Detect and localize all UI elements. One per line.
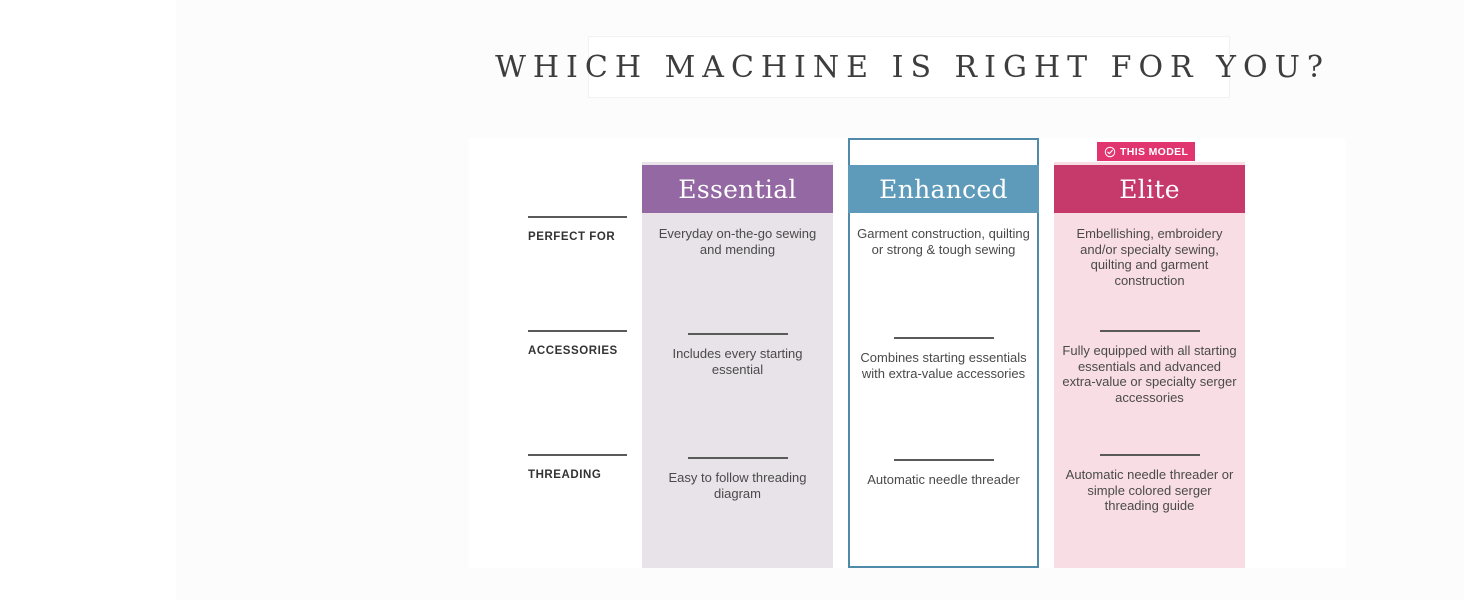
plan-cell: Automatic needle threader or simple colo… [1054,454,1245,514]
cell-divider [687,457,788,459]
check-circle-icon [1104,146,1116,157]
plan-body [1054,162,1245,568]
cell-text: Easy to follow threading diagram [668,470,807,501]
plan-cell: Embellishing, embroidery and/or specialt… [1054,226,1245,288]
plan-cell: Everyday on-the-go sewing and mending [642,226,833,257]
cell-text: Automatic needle threader [867,472,1020,487]
plan-name: Essential [678,174,797,204]
row-label-divider [528,216,627,218]
plan-body [642,162,833,568]
cell-divider [893,459,994,461]
cell-text: Combines starting essentials with extra-… [860,350,1027,381]
row-label-perfect-for: PERFECT FOR [528,216,628,243]
cell-text: Everyday on-the-go sewing and mending [658,226,817,257]
plan-cell: Garment construction, quilting or strong… [848,226,1039,257]
plan-cell: Fully equipped with all starting essenti… [1054,330,1245,405]
row-label-column: PERFECT FOR ACCESSORIES THREADING [469,138,642,568]
plan-cell: Automatic needle threader [848,459,1039,488]
plan-name: Enhanced [879,174,1008,204]
plan-column-elite[interactable]: THIS MODEL Elite Embellishing, embroider… [1054,138,1245,568]
plan-cell: Combines starting essentials with extra-… [848,337,1039,381]
row-label-accessories: ACCESSORIES [528,330,628,357]
cell-text: Automatic needle threader or simple colo… [1065,467,1234,513]
row-label-text: THREADING [528,469,602,481]
row-label-text: ACCESSORIES [528,345,618,357]
plan-header-enhanced: Enhanced [848,165,1039,213]
cell-text: Includes every starting essential [672,346,803,377]
plan-column-essential[interactable]: Essential Everyday on-the-go sewing and … [642,138,833,568]
row-label-divider [528,454,627,456]
cell-divider [687,333,788,335]
plan-cell: Includes every starting essential [642,333,833,377]
plan-column-enhanced[interactable]: Enhanced Garment construction, quilting … [848,138,1039,568]
page-title: WHICH MACHINE IS RIGHT FOR YOU? [495,49,1330,85]
plan-cell: Easy to follow threading diagram [642,457,833,501]
plan-name: Elite [1119,174,1180,204]
comparison-table: PERFECT FOR ACCESSORIES THREADING Essent… [469,138,1346,568]
cell-text: Embellishing, embroidery and/or specialt… [1076,226,1223,288]
cell-text: Fully equipped with all starting essenti… [1062,343,1237,405]
row-label-divider [528,330,627,332]
cell-divider [1099,330,1200,332]
this-model-badge-label: THIS MODEL [1120,145,1189,158]
page-canvas: WHICH MACHINE IS RIGHT FOR YOU? PERFECT … [176,0,1464,600]
plan-header-essential: Essential [642,165,833,213]
cell-text: Garment construction, quilting or strong… [857,226,1030,257]
cell-divider [1099,454,1200,456]
plan-header-elite: Elite [1054,165,1245,213]
this-model-badge: THIS MODEL [1097,142,1196,161]
row-label-text: PERFECT FOR [528,231,616,243]
page-title-banner: WHICH MACHINE IS RIGHT FOR YOU? [495,37,1323,97]
cell-divider [893,337,994,339]
row-label-threading: THREADING [528,454,628,481]
